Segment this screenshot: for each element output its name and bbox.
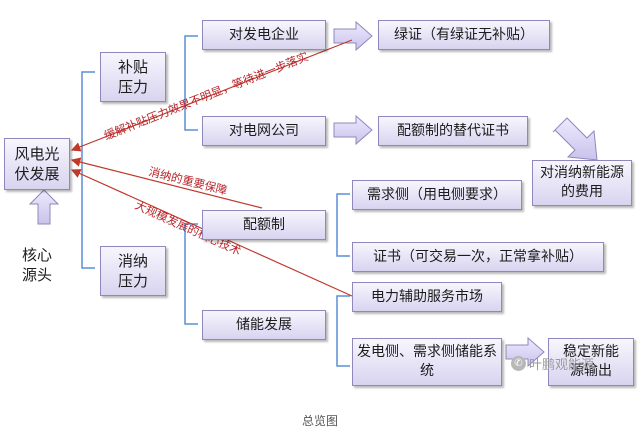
arrow-to-green-cert [333,20,373,52]
consumption-label: 消纳压力 [117,251,148,290]
arrow-to-consumption-cost [552,117,598,161]
consumption-pressure-node: 消纳压力 [100,246,166,296]
quota-alt-cert-node: 配额制的替代证书 [378,116,528,146]
arrow-to-quota-alt [333,114,373,146]
watermark: ✆ 叶鹏观能源 [511,354,594,373]
red-arrow-subsidy [70,39,353,152]
grid-company-node: 对电网公司 [202,116,326,146]
storage-development-node: 储能发展 [202,310,326,340]
power-gen-companies-node: 对发电企业 [202,20,326,50]
root-bracket [81,71,95,269]
subsidy-bracket [184,35,198,131]
quota-bracket [336,193,350,257]
quota-system-node: 配额制 [202,210,326,240]
wechat-icon: ✆ [511,356,526,371]
arrow-up-to-root [28,189,60,225]
certificate-node: 证书（可交易一次，正常拿补贴） [352,242,604,272]
root-node: 风电光伏发展 [4,138,70,190]
source-label: 核心源头 [21,246,52,284]
green-cert-node: 绿证（有绿证无补贴） [378,20,550,50]
stable-new-energy-node: 稳定新能源输出 [548,338,634,386]
subsidy-pressure-node: 补贴压力 [100,52,166,102]
demand-side-node: 需求侧（用电侧要求） [352,180,522,210]
root-label: 风电光伏发展 [14,144,60,183]
red-arrow-quota [70,157,263,209]
consumption-cost-node: 对消纳新能源的费用 [532,160,632,206]
quota-note: 消纳的重要保障 [147,164,228,197]
gen-demand-storage-node: 发电侧、需求侧储能系统 [352,338,502,386]
subsidy-label: 补贴压力 [117,57,148,96]
figure-caption: 总览图 [301,414,338,428]
storage-bracket [336,295,350,367]
ancillary-market-node: 电力辅助服务市场 [352,282,502,312]
